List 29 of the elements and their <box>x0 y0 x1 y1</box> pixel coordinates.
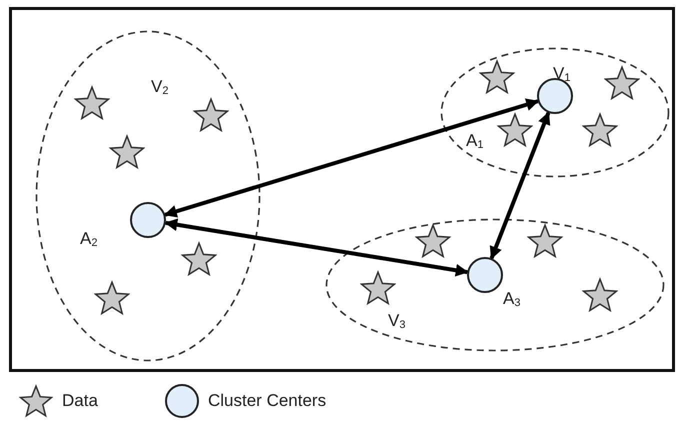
cluster-center-circle <box>130 202 166 238</box>
legend-label: Data <box>62 392 98 409</box>
star-marker <box>415 223 451 259</box>
star-marker <box>193 97 229 133</box>
connector-line <box>164 218 468 277</box>
star-marker <box>360 270 396 306</box>
star-marker <box>527 223 563 259</box>
star-marker <box>109 134 145 170</box>
cluster-ellipse <box>325 218 665 352</box>
cluster-label: A$_{1}$ <box>466 132 484 151</box>
cluster-label: A$_{3}$ <box>503 290 520 309</box>
star-marker <box>479 59 515 95</box>
star-marker <box>74 85 110 121</box>
cluster-label: V$_{2}$ <box>151 78 168 97</box>
cluster-ellipse <box>440 47 670 178</box>
cluster-label: V$_{3}$ <box>388 312 406 331</box>
cluster-ellipse <box>35 30 261 362</box>
connector-line <box>490 112 550 260</box>
star-marker <box>582 277 618 313</box>
star-marker <box>604 65 640 101</box>
star-marker <box>497 112 533 148</box>
star-marker <box>181 241 217 277</box>
star-marker <box>94 280 130 316</box>
connector-line <box>164 98 539 218</box>
cluster-center-circle <box>467 257 503 293</box>
cluster-label: V$_{1}$ <box>553 65 570 84</box>
star-marker <box>582 112 618 148</box>
cluster-label: A$_{2}$ <box>80 230 98 249</box>
legend-label: Cluster Centers <box>208 392 326 409</box>
